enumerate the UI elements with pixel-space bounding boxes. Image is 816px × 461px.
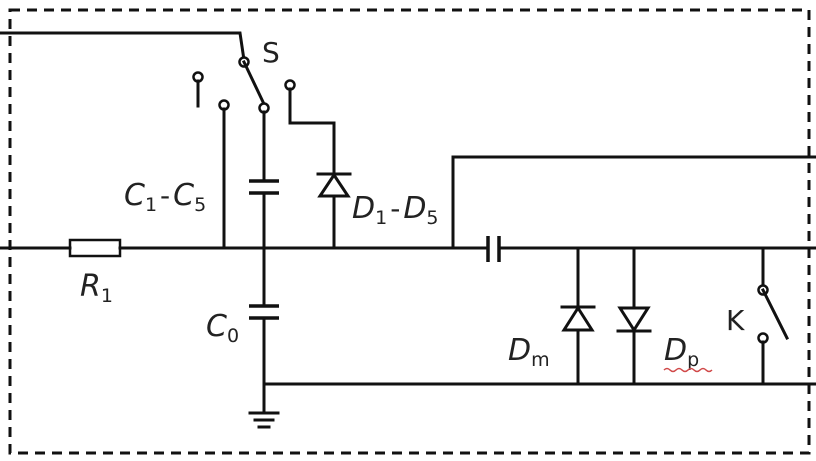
input-wire <box>0 31 246 62</box>
resistor-r1-label: R1 <box>80 269 113 307</box>
diode-dm <box>560 305 596 332</box>
diode-dp <box>616 306 652 333</box>
spellcheck-squiggle <box>663 367 713 373</box>
diode-d1-d5 <box>316 172 352 198</box>
diode-bank-upper-wire <box>288 87 336 176</box>
capacitor-c1-c5 <box>249 179 279 195</box>
diode-dp-label: Dp <box>664 333 699 371</box>
resistor-r1 <box>68 238 122 258</box>
switch-s-blade <box>242 60 266 106</box>
ground-icon <box>248 411 280 429</box>
cap-bank-label: C1-C5 <box>124 178 206 216</box>
diode-bank-label: D1-D5 <box>352 191 439 229</box>
upper-output-wire <box>451 155 816 250</box>
capacitor-c0-label: C0 <box>206 309 239 347</box>
diode-dm-label: Dm <box>508 333 550 371</box>
switch-k-blade <box>760 287 790 341</box>
coupling-capacitor <box>486 236 501 262</box>
switch-s-label: S <box>262 36 280 69</box>
switch-k-label: K <box>726 304 745 337</box>
dashed-enclosure <box>8 8 811 455</box>
switch-k[interactable] <box>757 284 790 344</box>
capacitor-c0 <box>249 304 279 320</box>
